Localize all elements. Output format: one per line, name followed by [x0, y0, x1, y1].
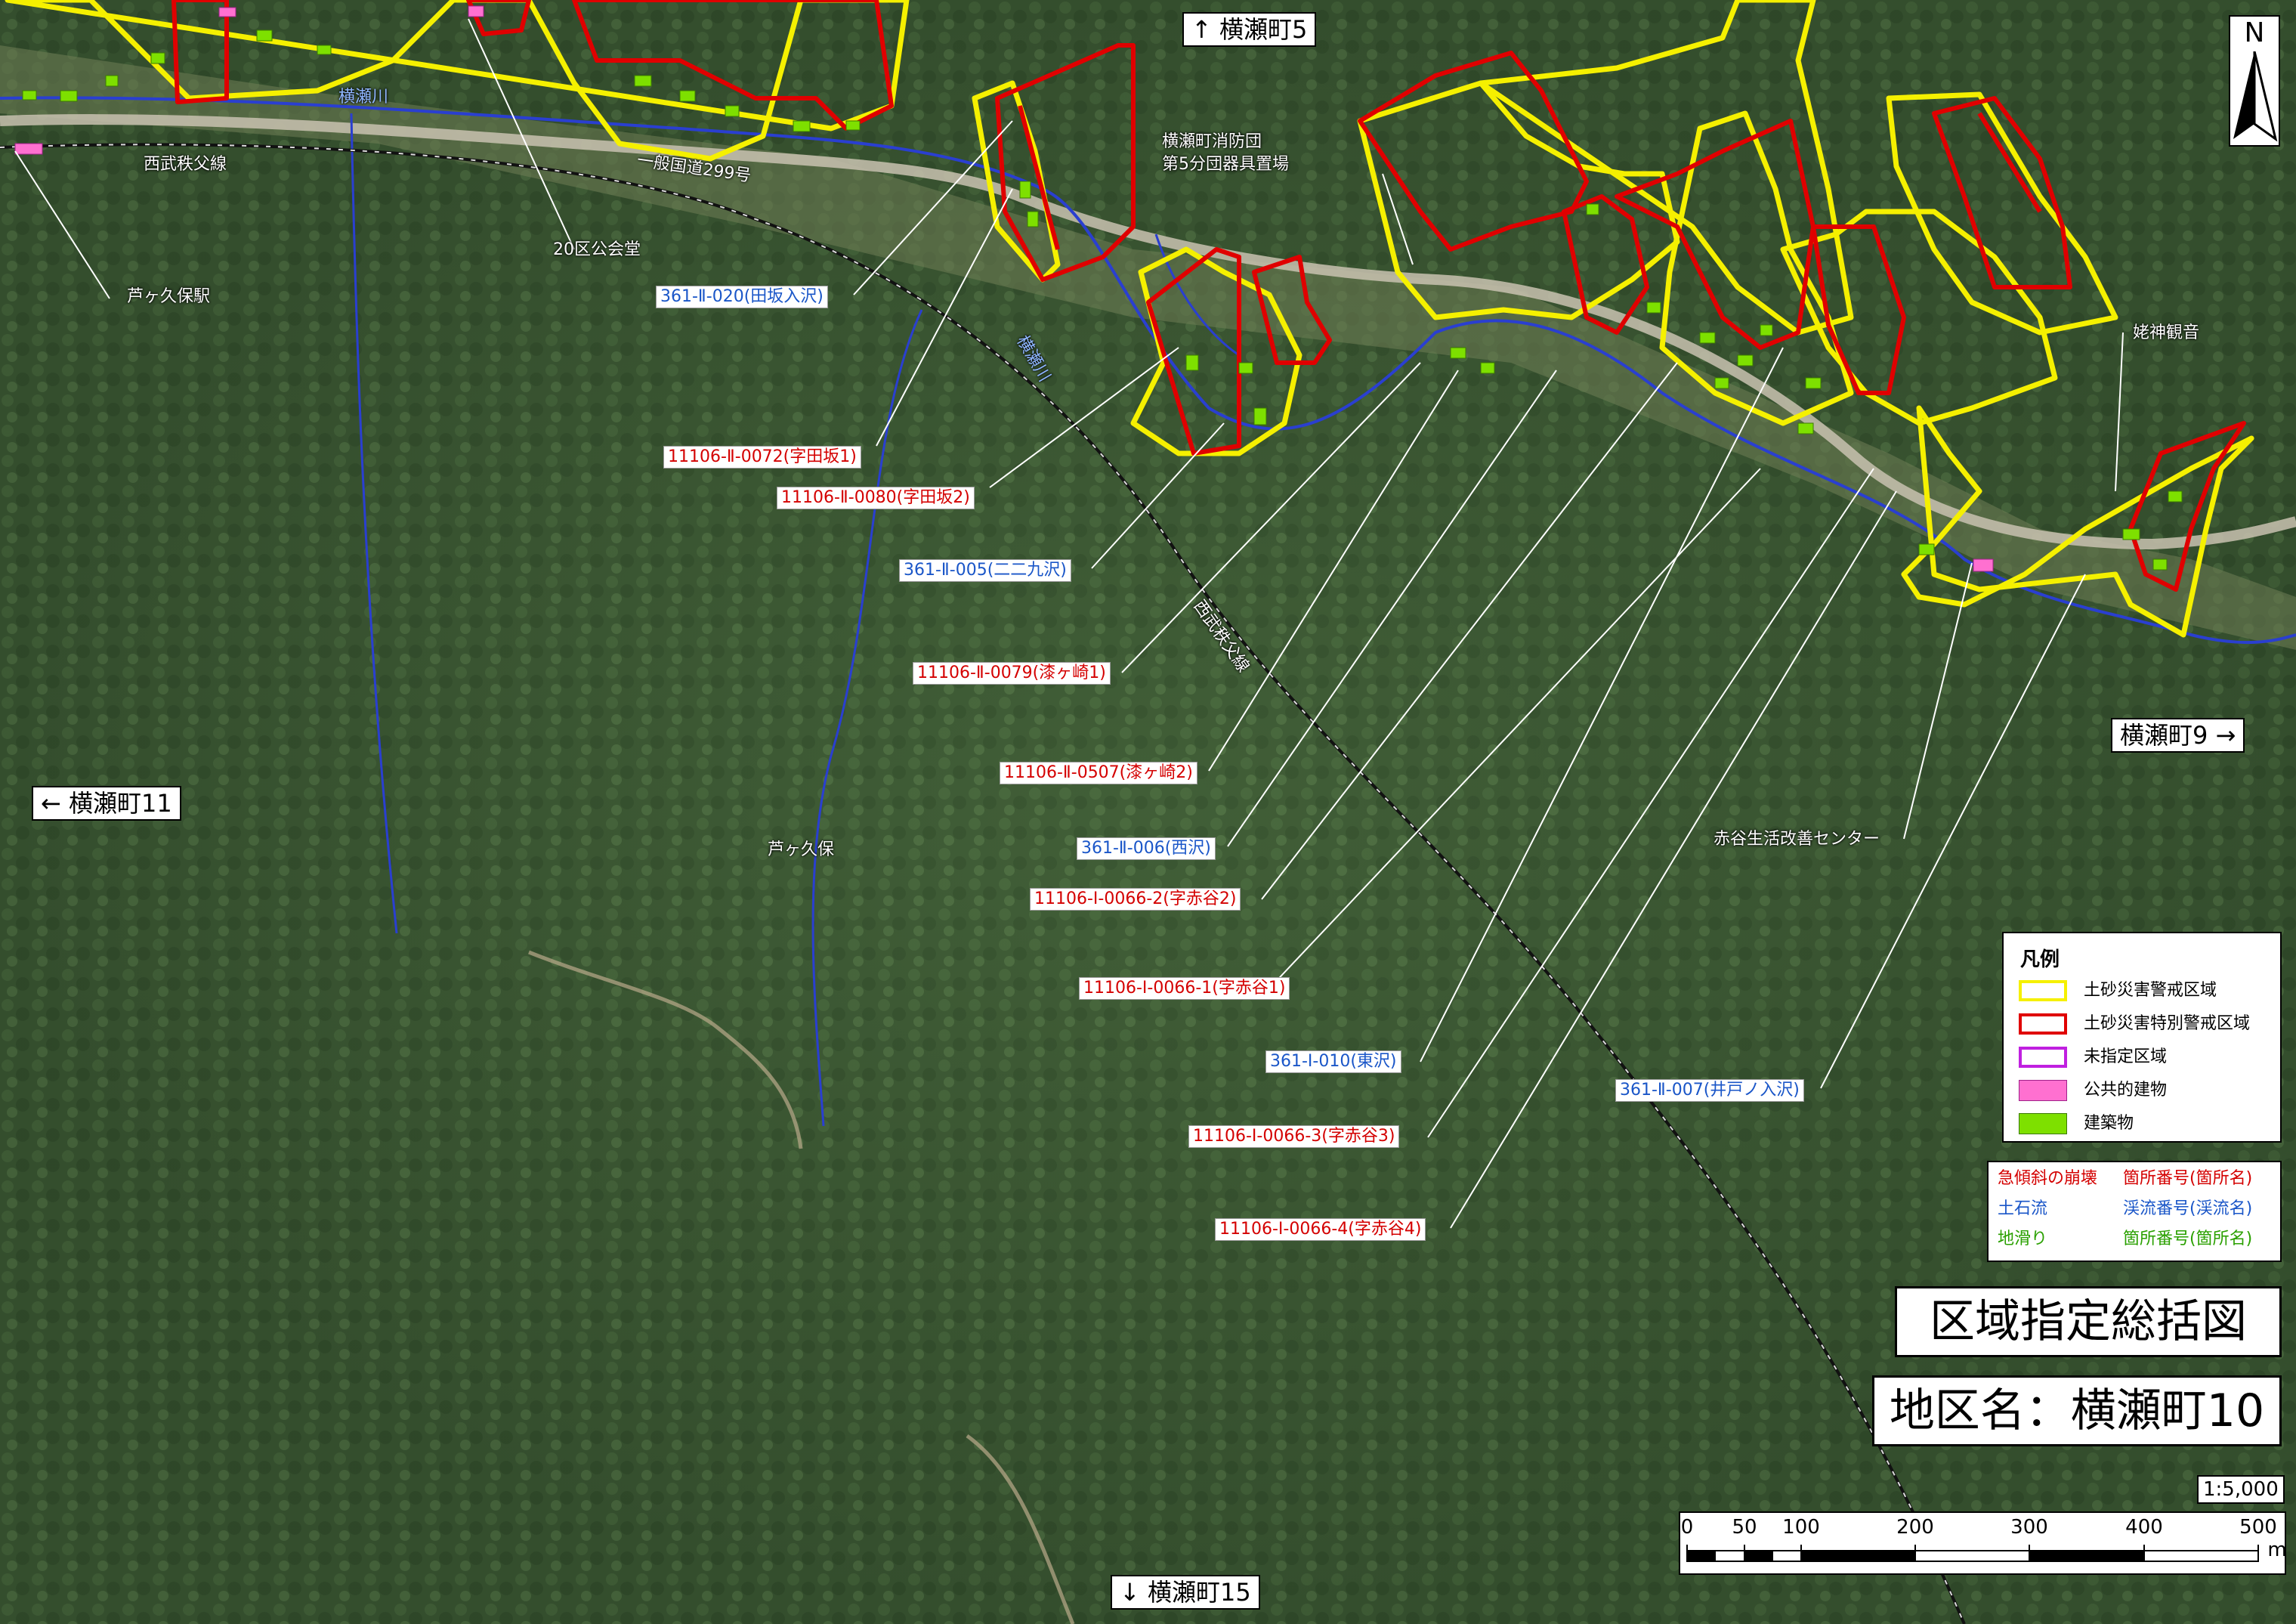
- site-label: 11106-Ⅰ-0066-2(字赤谷2): [1030, 888, 1241, 911]
- scale-unit: m: [2267, 1539, 2287, 1561]
- legend: 凡例 土砂災害警戒区域 土砂災害特別警戒区域 未指定区域 公共的建物 建築物: [2002, 932, 2282, 1143]
- legend-swatch: [2019, 1013, 2067, 1035]
- scale-tick: 400: [2125, 1516, 2163, 1539]
- legend-label: 土砂災害警戒区域: [2084, 981, 2217, 1000]
- legend-label: 建築物: [2084, 1114, 2134, 1133]
- station-label: 芦ヶ久保駅: [127, 287, 211, 306]
- legend-label: 公共的建物: [2084, 1081, 2168, 1100]
- firehouse-label-1: 横瀬町消防団: [1162, 132, 1262, 151]
- site-label: 11106-Ⅱ-0072(字田坂1): [663, 446, 861, 469]
- firehouse-label-2: 第5分団器具置場: [1162, 155, 1289, 174]
- legend-label: 未指定区域: [2084, 1047, 2168, 1066]
- map-title: 区域指定総括図: [1895, 1286, 2282, 1357]
- site-label: 11106-Ⅰ-0066-3(字赤谷3): [1188, 1125, 1400, 1148]
- district-name: 地区名：横瀬町10: [1872, 1375, 2282, 1446]
- site-label: 11106-Ⅱ-0507(漆ヶ崎2): [1000, 762, 1197, 784]
- key-steep-slope: 急傾斜の崩壊: [1998, 1169, 2098, 1188]
- key-landslide-id: 箇所番号(箇所名): [2123, 1230, 2253, 1248]
- north-label: N: [2244, 17, 2265, 48]
- nav-south[interactable]: ↓ 横瀬町15: [1111, 1575, 1260, 1610]
- area-label: 芦ヶ久保: [768, 840, 835, 859]
- stream-1: [350, 113, 398, 934]
- site-label: 361-Ⅱ-005(二二九沢): [899, 559, 1071, 582]
- scale-tick: 300: [2010, 1516, 2048, 1539]
- key-debris-flow: 土石流: [1998, 1199, 2048, 1218]
- legend-item: 公共的建物: [2019, 1077, 2268, 1103]
- key-landslide: 地滑り: [1998, 1230, 2048, 1248]
- forest-road: [528, 950, 803, 1149]
- river-label: 横瀬川: [338, 88, 389, 107]
- nav-east[interactable]: 横瀬町9 →: [2111, 718, 2245, 753]
- site-label: 11106-Ⅰ-0066-1(字赤谷1): [1079, 977, 1290, 1000]
- shrine-label: 姥神観音: [2133, 323, 2200, 342]
- scale-bar: 0 50 100 200 300 400 500 m: [1679, 1511, 2287, 1575]
- legend-label: 土砂災害特別警戒区域: [2084, 1014, 2251, 1033]
- key-debris-flow-id: 渓流番号(渓流名): [2123, 1199, 2253, 1218]
- north-arrow: N: [2229, 15, 2280, 147]
- hall-label: 20区公会堂: [553, 240, 641, 259]
- forest-road-2: [966, 1434, 1075, 1624]
- legend-item: 土砂災害特別警戒区域: [2019, 1010, 2268, 1036]
- site-label: 11106-Ⅱ-0080(字田坂2): [777, 487, 975, 509]
- legend-swatch: [2019, 1113, 2067, 1134]
- legend-item: 建築物: [2019, 1110, 2268, 1136]
- special-warning-zones: [172, 0, 2246, 592]
- scale-tick: 100: [1782, 1516, 1820, 1539]
- nav-north[interactable]: ↑ 横瀬町5: [1182, 12, 1317, 47]
- scale-tick: 200: [1896, 1516, 1934, 1539]
- site-label: 361-Ⅱ-006(西沢): [1077, 837, 1216, 860]
- site-label: 11106-Ⅰ-0066-4(字赤谷4): [1215, 1218, 1426, 1241]
- hazard-type-key: 急傾斜の崩壊 箇所番号(箇所名) 土石流 渓流番号(渓流名) 地滑り 箇所番号(…: [1987, 1161, 2282, 1262]
- legend-swatch: [2019, 1047, 2067, 1068]
- scale-ratio: 1:5,000: [2197, 1475, 2285, 1504]
- site-label: 361-Ⅱ-020(田坂入沢): [656, 286, 828, 308]
- scale-tick: 0: [1680, 1516, 1694, 1539]
- legend-swatch: [2019, 980, 2067, 1001]
- site-label: 361-Ⅰ-010(東沢): [1265, 1050, 1401, 1073]
- scale-tick: 500: [2239, 1516, 2277, 1539]
- site-label: 361-Ⅱ-007(井戸ノ入沢): [1615, 1079, 1804, 1102]
- scale-tick: 50: [1732, 1516, 1757, 1539]
- nav-west[interactable]: ← 横瀬町11: [32, 786, 181, 821]
- scale-bar-graphic: [1686, 1545, 2259, 1562]
- valley-town: [0, 45, 2296, 650]
- leader-lines: [14, 18, 2124, 1229]
- center-label: 赤谷生活改善センター: [1714, 830, 1880, 849]
- legend-swatch: [2019, 1080, 2067, 1101]
- legend-item: 未指定区域: [2019, 1044, 2268, 1069]
- national-road-299: [0, 114, 2296, 550]
- north-arrow-icon: [2233, 51, 2278, 142]
- rail-label: 西武秩父線: [144, 155, 227, 174]
- legend-item: 土砂災害警戒区域: [2019, 977, 2268, 1003]
- stream-2: [811, 309, 923, 1127]
- public-buildings: [14, 5, 1994, 572]
- site-label: 11106-Ⅱ-0079(漆ヶ崎1): [913, 662, 1111, 685]
- legend-title: 凡例: [2020, 948, 2060, 971]
- buildings: [22, 29, 2183, 571]
- key-steep-slope-id: 箇所番号(箇所名): [2123, 1169, 2253, 1188]
